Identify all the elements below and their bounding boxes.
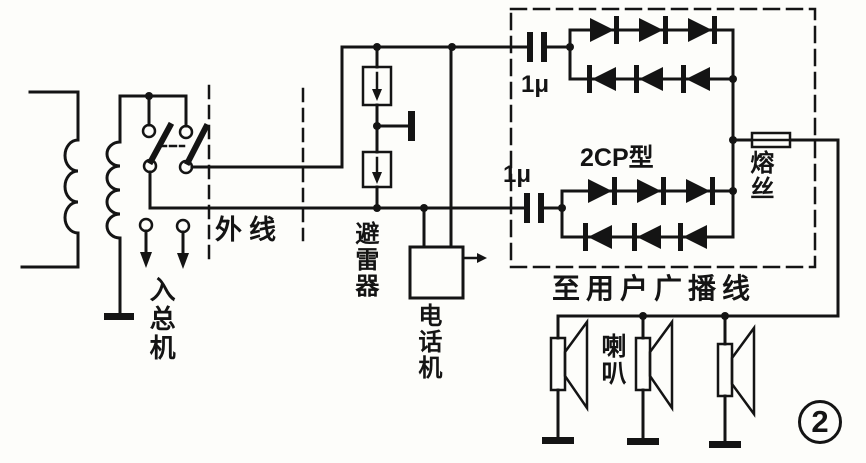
ground-symbol: [709, 441, 741, 448]
loudspeaker-symbol: [627, 314, 674, 445]
switchboard-terminals: [138, 217, 191, 269]
diode: [590, 16, 717, 44]
label-to-subscriber-broadcast-line: 至用户广播线: [552, 273, 757, 304]
figure-number-badge: 2: [798, 400, 842, 444]
label-loudspeaker: 喇叭: [598, 333, 626, 387]
line-wires: [148, 43, 529, 212]
loudspeaker-symbol: [542, 314, 589, 444]
telephone-arrow: [477, 253, 487, 263]
upper-rectifier-group: [527, 16, 737, 142]
capacitor-plate: [541, 32, 547, 62]
label-lightning-arrester: 避雷器: [350, 221, 378, 299]
transformer-secondary-coil: [105, 94, 122, 315]
label-diode-type: 2CP型: [580, 144, 654, 172]
broadcast-line-and-speakers: [542, 312, 840, 448]
diode: [587, 65, 710, 93]
telephone-symbol: [408, 45, 487, 300]
diode: [583, 223, 707, 251]
loudspeaker-symbol: [709, 314, 756, 448]
label-capacitor-lower: 1μ: [503, 161, 532, 188]
fuse-symbol: [729, 131, 840, 318]
label-telephone: 电话机: [413, 303, 441, 381]
capacitor-plate: [527, 32, 533, 62]
line-changeover-switch: [118, 92, 211, 269]
switch-blade: [146, 121, 175, 166]
label-fuse: 熔丝: [745, 150, 773, 202]
rectifier-unit-dashed-box: [509, 7, 817, 269]
label-to-switchboard: 入总机: [146, 276, 177, 363]
capacitor-plate: [538, 193, 544, 223]
lower-rectifier-group: [524, 138, 737, 251]
switch-contact: [178, 124, 194, 140]
figure-number: 2: [811, 404, 829, 439]
transformer-primary-coil: [20, 90, 80, 269]
switch-blade: [183, 122, 211, 167]
arrester-earth-plate: [408, 111, 415, 141]
ground-symbol: [542, 437, 574, 444]
switch-contact: [141, 123, 157, 139]
lightning-arrester-symbol: [361, 45, 415, 210]
label-outside-line: 外线: [215, 215, 283, 245]
ground-symbol: [627, 438, 659, 445]
diode: [588, 177, 715, 205]
label-capacitor-upper: 1μ: [521, 71, 550, 98]
transformer-symbol: [20, 90, 134, 320]
capacitor-plate: [524, 193, 530, 223]
ground-symbol: [104, 313, 134, 320]
